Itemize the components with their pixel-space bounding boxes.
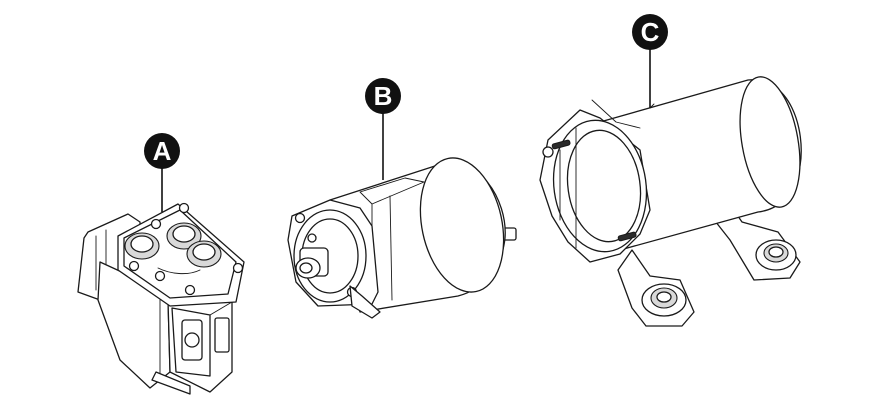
part-b-motor <box>287 157 517 319</box>
callout-b-label: B <box>374 81 393 111</box>
part-a-pump-head <box>77 202 245 395</box>
callout-c-label: C <box>641 17 660 47</box>
callout-a-label: A <box>153 136 172 166</box>
callout-a: A <box>144 133 180 212</box>
callout-b-badge <box>365 78 401 114</box>
callout-c-badge <box>632 14 668 50</box>
callout-b: B <box>365 78 401 180</box>
callout-c: C <box>632 14 668 108</box>
part-c-motor-with-mount <box>539 76 802 327</box>
callout-a-badge <box>144 133 180 169</box>
